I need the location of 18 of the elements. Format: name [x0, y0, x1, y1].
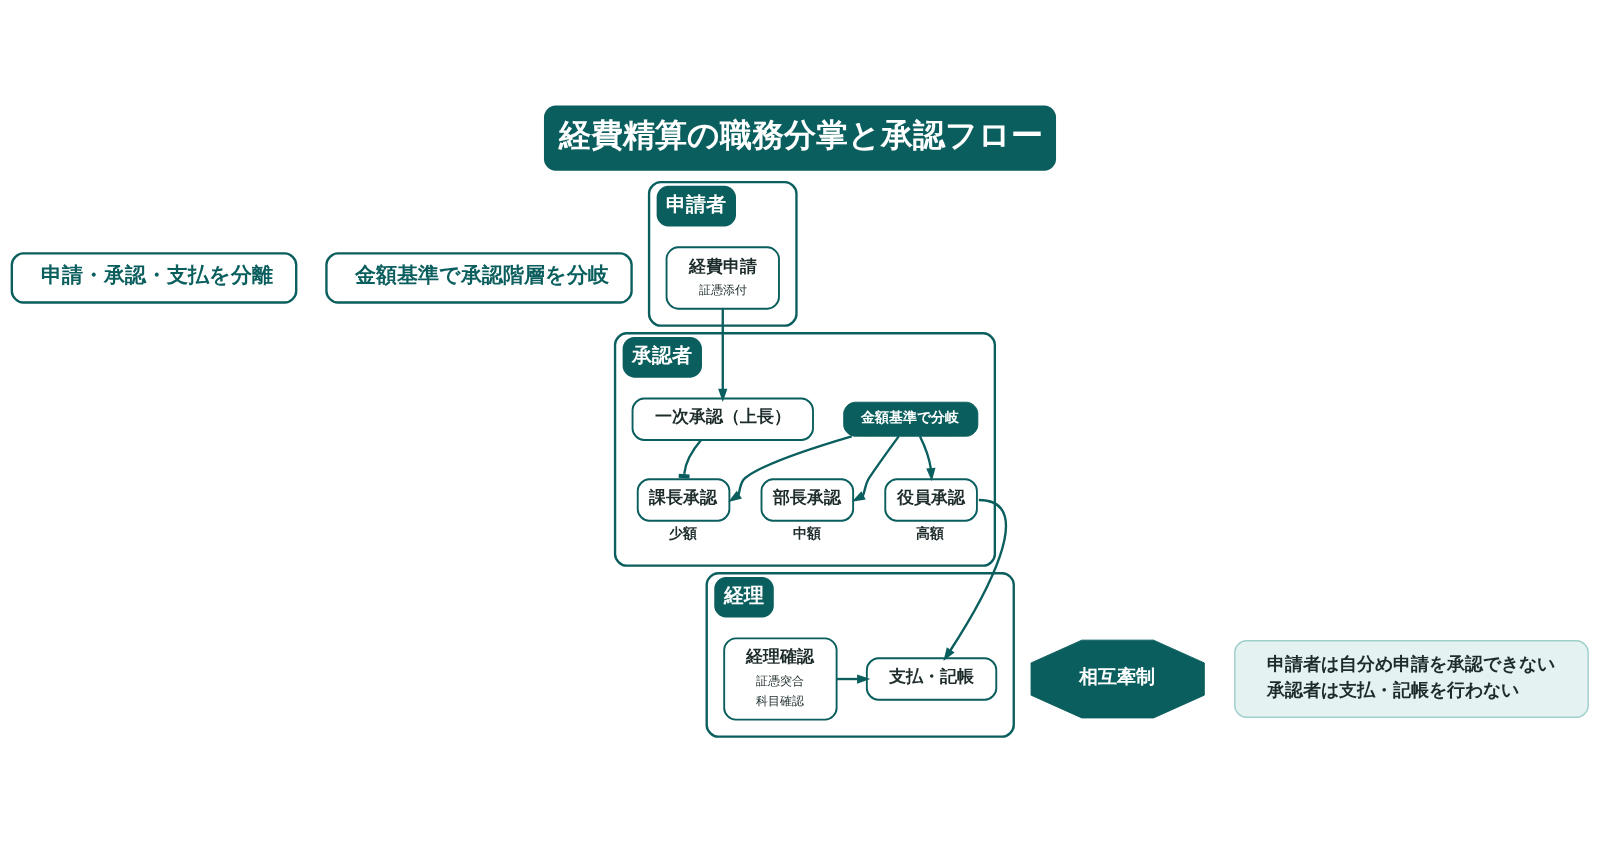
arrow: [728, 435, 853, 502]
node-label: 少額: [668, 524, 697, 541]
arrow: [836, 674, 871, 684]
node-box: 申請者は自分め申請を承認できない 承認者は支払・記帳を行わない: [1234, 640, 1589, 718]
node-box: 一次承認（上長）: [631, 397, 814, 441]
node-label: 中額: [792, 524, 821, 541]
node-box: 金額基準で承認階層を分岐: [325, 252, 633, 304]
node-label: 高額: [916, 524, 945, 541]
diagram-title: 経費精算の職務分掌と承認フロー: [559, 115, 1044, 154]
arrow: [718, 308, 728, 402]
node-box: 申請・承認・支払を分離: [10, 252, 298, 304]
node-box: 経理確認 証憑突合 科目確認: [723, 637, 838, 721]
arrow: [851, 435, 900, 502]
node-box: 金額基準で分岐: [843, 401, 979, 437]
node-box: 支払・記帳: [865, 657, 998, 701]
arrow: [918, 435, 936, 482]
node-box: 経費申請 証憑添付: [665, 246, 780, 310]
arrow: [943, 498, 1008, 661]
